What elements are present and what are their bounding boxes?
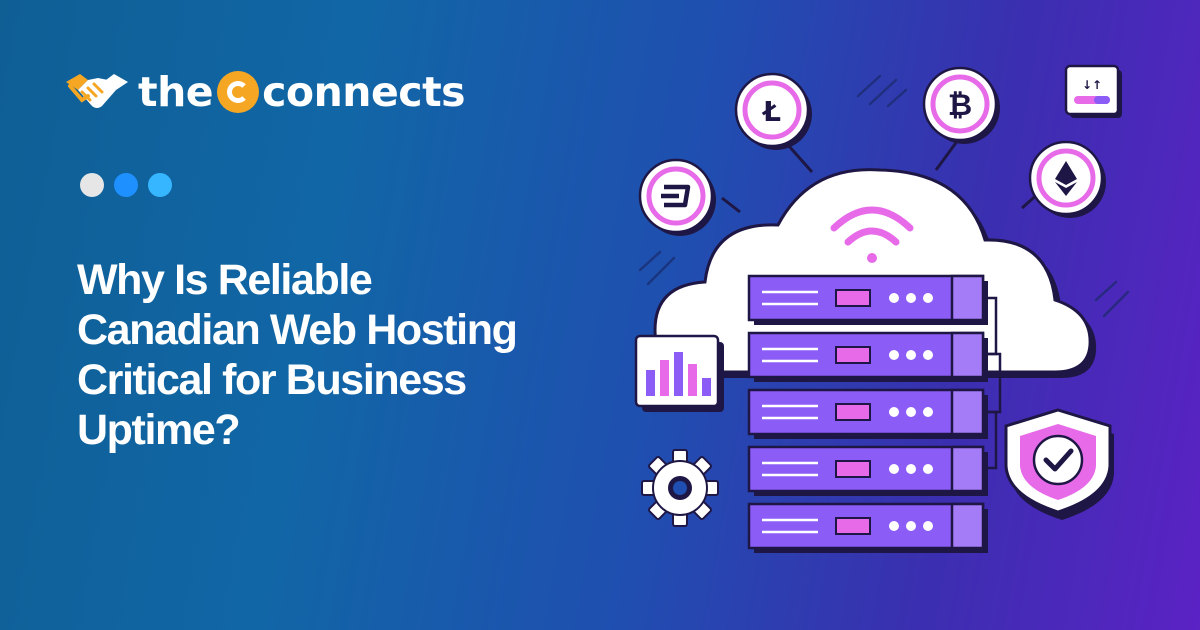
headline: Why Is Reliable Canadian Web Hosting Cri… [77, 255, 637, 455]
server-unit [747, 502, 988, 553]
server-unit [747, 445, 988, 496]
handshake-icon [66, 74, 128, 108]
brand-name-post: connects [262, 67, 466, 116]
decor-lines [638, 74, 1130, 318]
brand-c-mark [217, 71, 260, 113]
shield-check-icon [1004, 408, 1114, 520]
headline-line: Uptime? [77, 406, 241, 454]
svg-text:₿: ₿ [948, 88, 972, 123]
svg-text:Ł: Ł [761, 95, 781, 128]
brand-name-pre: the [138, 67, 214, 116]
server-unit [747, 388, 988, 439]
ethereum-icon [1028, 140, 1106, 218]
stats-card [634, 334, 724, 412]
svg-text:↓↑: ↓↑ [1082, 78, 1102, 92]
slide-dot [80, 173, 104, 197]
wifi-icon [830, 206, 914, 263]
rack-cables [986, 296, 1002, 470]
headline-line: Canadian Web Hosting [77, 306, 518, 354]
slide-dot [148, 173, 172, 197]
brand-logo[interactable]: the connects [64, 62, 466, 122]
gear-icon [641, 449, 719, 527]
bitcoin-icon: ₿ [922, 66, 1000, 144]
headline-line: Critical for Business [77, 356, 467, 404]
server-unit [747, 274, 988, 325]
slide-dot [114, 173, 138, 197]
slide-dots [80, 173, 172, 197]
server-unit [747, 331, 988, 382]
litecoin-icon: Ł [734, 72, 812, 150]
dash-icon [638, 158, 716, 236]
toggle-card: ↓↑ [1064, 64, 1122, 118]
headline-line: Why Is Reliable [77, 256, 373, 304]
server-rack [747, 274, 988, 553]
